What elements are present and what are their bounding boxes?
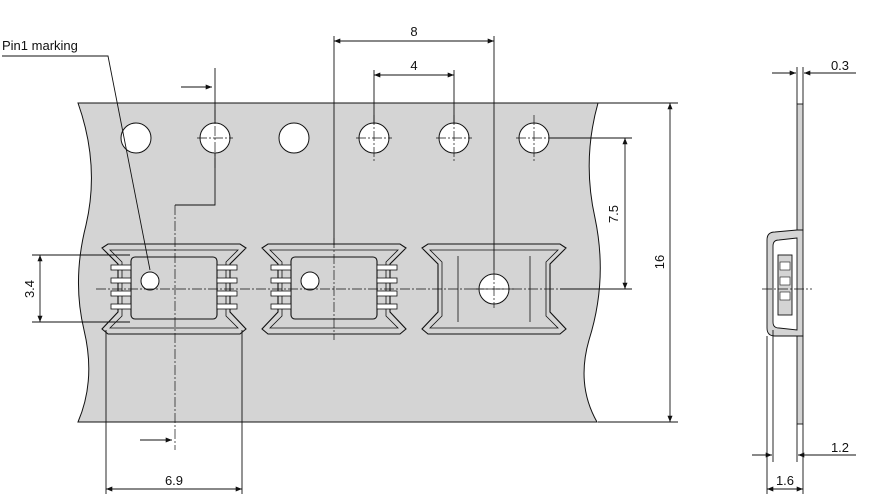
pin1-dot [300,271,320,291]
pin1-dot [140,271,160,291]
dim-pitch-8: 8 [333,24,495,270]
dim-1-2: 1.2 [752,330,856,462]
ic-leads [270,264,398,310]
pin1-leader: Pin1 marking [2,38,151,271]
pin1-label: Pin1 marking [2,38,78,53]
dim-label: 1.2 [831,440,849,455]
dim-16: 16 [598,102,678,423]
dim-1-6: 1.6 [766,336,804,494]
dim-label: 3.4 [22,280,37,298]
dim-label: 7.5 [606,205,621,223]
ic-leads [110,264,238,310]
side-view [762,103,812,425]
dim-label: 1.6 [776,473,794,488]
dim-7-5: 7.5 [550,137,632,290]
reference-leader-top [175,68,216,206]
dim-label: 6.9 [165,473,183,488]
dim-label: 0.3 [831,58,849,73]
dim-label: 8 [410,24,417,39]
dim-label: 16 [652,255,667,269]
sprocket-hole [278,122,310,154]
dim-0-3: 0.3 [772,58,856,104]
dim-pitch-4: 4 [373,58,455,124]
dim-6-9: 6.9 [105,330,243,494]
dim-3-4: 3.4 [22,254,130,323]
sprocket-hole [120,122,152,154]
dim-label: 4 [410,58,417,73]
